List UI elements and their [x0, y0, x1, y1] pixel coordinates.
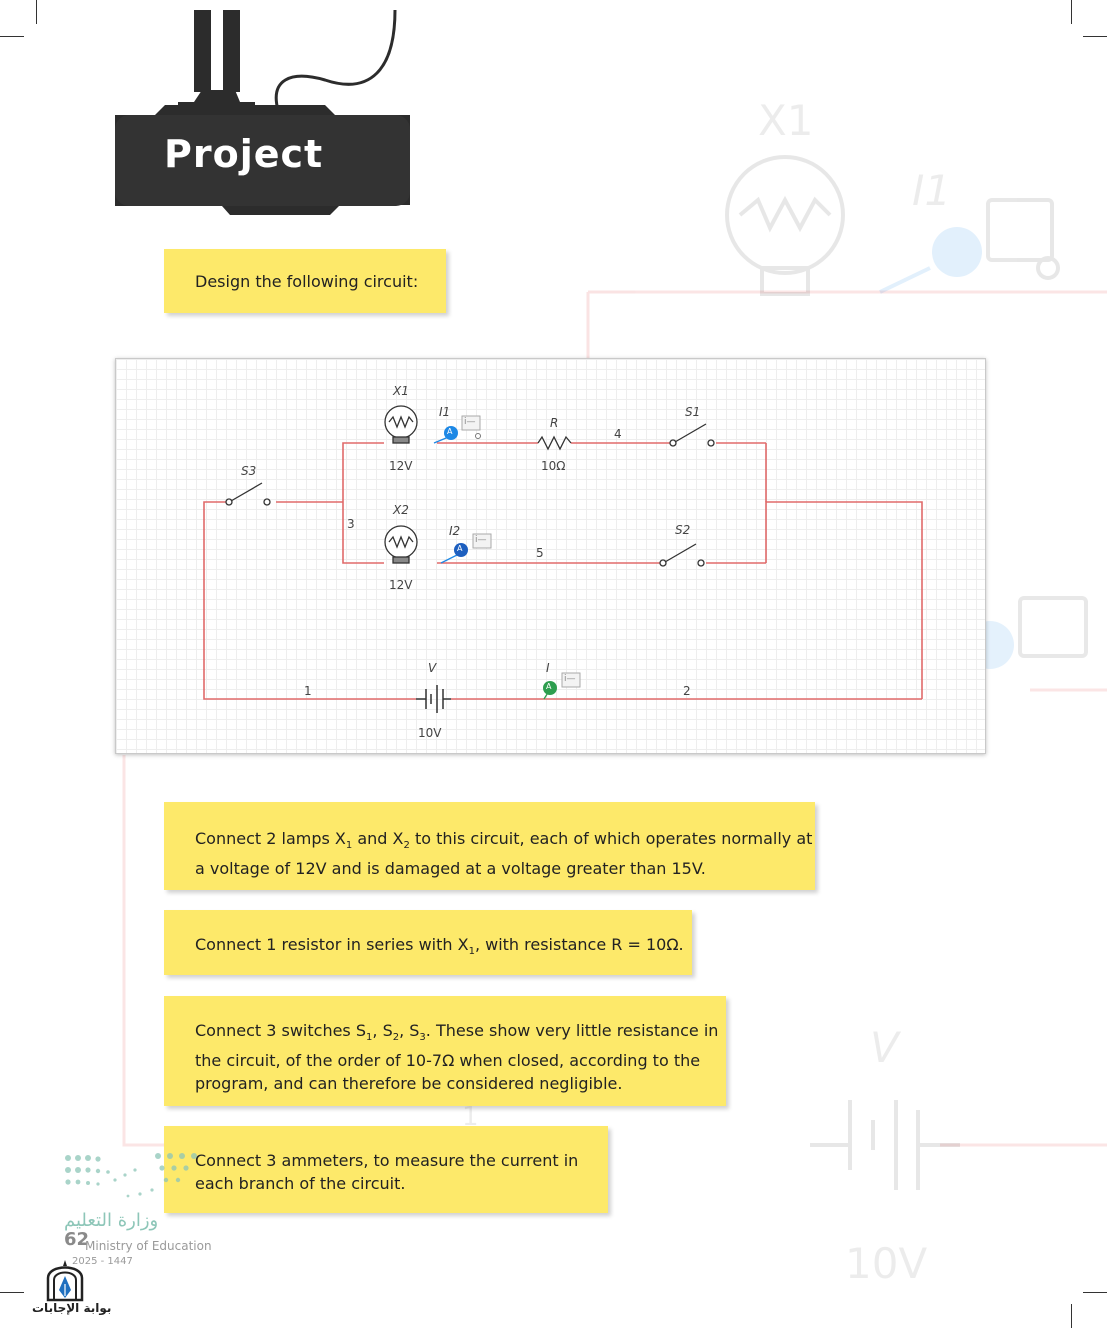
ammeter-i [543, 672, 581, 700]
ammeter-i2-tag: i— [475, 535, 487, 545]
ghost-node-label: 1 [462, 1102, 479, 1132]
portal-logo-icon [46, 1260, 84, 1302]
node-5-label: 5 [536, 546, 544, 560]
switch-s1-label: S1 [685, 405, 701, 419]
ministry-english-name: Ministry of Education [85, 1239, 212, 1253]
ammeter-i1 [433, 415, 481, 444]
resistor-r [537, 435, 572, 451]
ministry-logo-icon [65, 1153, 197, 1198]
ammeter-i1-label: I1 [439, 405, 451, 419]
switches-note-line3: program, and can therefore be considered… [195, 1074, 623, 1094]
ammeter-i-label: I [546, 661, 550, 675]
switch-s2 [659, 543, 705, 567]
ammeters-note-line1: Connect 3 ammeters, to measure the curre… [195, 1151, 579, 1170]
lamp-x1-rating: 12V [389, 459, 413, 473]
project-badge-illustration [115, 10, 410, 215]
switch-s3 [225, 482, 271, 506]
edition-year: 2025 - 1447 [72, 1256, 133, 1267]
intro-note: Design the following circuit: [164, 249, 446, 313]
lamp-x2 [384, 525, 418, 564]
node-4-label: 4 [614, 427, 622, 441]
crop-mark [1083, 1292, 1107, 1293]
switches-note: Connect 3 switches S1, S2, S3. These sho… [164, 996, 726, 1106]
resistor-note: Connect 1 resistor in series with X1, wi… [164, 910, 692, 975]
ammeters-note-line2: each branch of the circuit. [195, 1174, 406, 1193]
ammeter-i1-badge: A [447, 427, 453, 436]
crop-mark [0, 1292, 24, 1293]
crop-mark [1083, 36, 1107, 37]
crop-mark [1071, 1304, 1072, 1328]
project-title: Project [164, 132, 324, 176]
switch-s1 [669, 423, 715, 447]
lamp-x2-rating: 12V [389, 578, 413, 592]
intro-note-text: Design the following circuit: [195, 272, 419, 291]
page-number: 62 [64, 1229, 90, 1250]
portal-label: بوابة الإجابات [32, 1301, 112, 1315]
ghost-battery-value: 10V [845, 1239, 927, 1288]
node-3-label: 3 [347, 517, 355, 531]
ammeter-i2-label: I2 [449, 524, 461, 538]
ammeter-i2 [440, 533, 492, 564]
lamp-x1 [384, 405, 418, 444]
ammeter-i-tag: i— [564, 674, 576, 684]
switch-s3-label: S3 [241, 464, 257, 478]
ghost-ammeter-label: I1 [912, 166, 951, 215]
crop-mark [1071, 0, 1072, 24]
ammeter-i-badge: A [546, 682, 552, 691]
resistor-note-text: Connect 1 resistor in series with X1, wi… [195, 935, 684, 958]
lamps-note: Connect 2 lamps X1 and X2 to this circui… [164, 802, 815, 890]
ghost-battery-label: V [870, 1023, 902, 1072]
resistor-label: R [550, 416, 559, 430]
switches-note-line2: the circuit, of the order of 10-7Ω when … [195, 1051, 701, 1071]
crop-mark [36, 0, 37, 24]
node-2-label: 2 [683, 684, 691, 698]
switches-note-line1: Connect 3 switches S1, S2, S3. These sho… [195, 1021, 719, 1044]
circuit-diagram: X1 12V X2 12V R 10Ω S1 S2 S3 I1 I2 I A A… [115, 358, 986, 754]
resistor-value: 10Ω [541, 459, 566, 473]
lamp-x2-label: X2 [393, 503, 409, 517]
node-1-label: 1 [304, 684, 312, 698]
crop-mark [0, 36, 24, 37]
circuit-wiring [203, 405, 923, 713]
ammeter-i2-badge: A [457, 544, 463, 553]
lamps-note-line2: a voltage of 12V and is damaged at a vol… [195, 859, 706, 879]
battery-v [416, 685, 451, 713]
ammeters-note: Connect 3 ammeters, to measure the curre… [164, 1126, 608, 1213]
lamp-x1-label: X1 [393, 384, 409, 398]
battery-value: 10V [418, 726, 442, 740]
lamps-note-line1: Connect 2 lamps X1 and X2 to this circui… [195, 829, 813, 852]
ammeter-i1-tag: i— [464, 417, 476, 427]
ghost-lamp-label: X1 [758, 96, 814, 145]
switch-s2-label: S2 [675, 523, 691, 537]
battery-label: V [428, 661, 437, 675]
ministry-arabic-name: وزارة التعليم [64, 1210, 159, 1231]
